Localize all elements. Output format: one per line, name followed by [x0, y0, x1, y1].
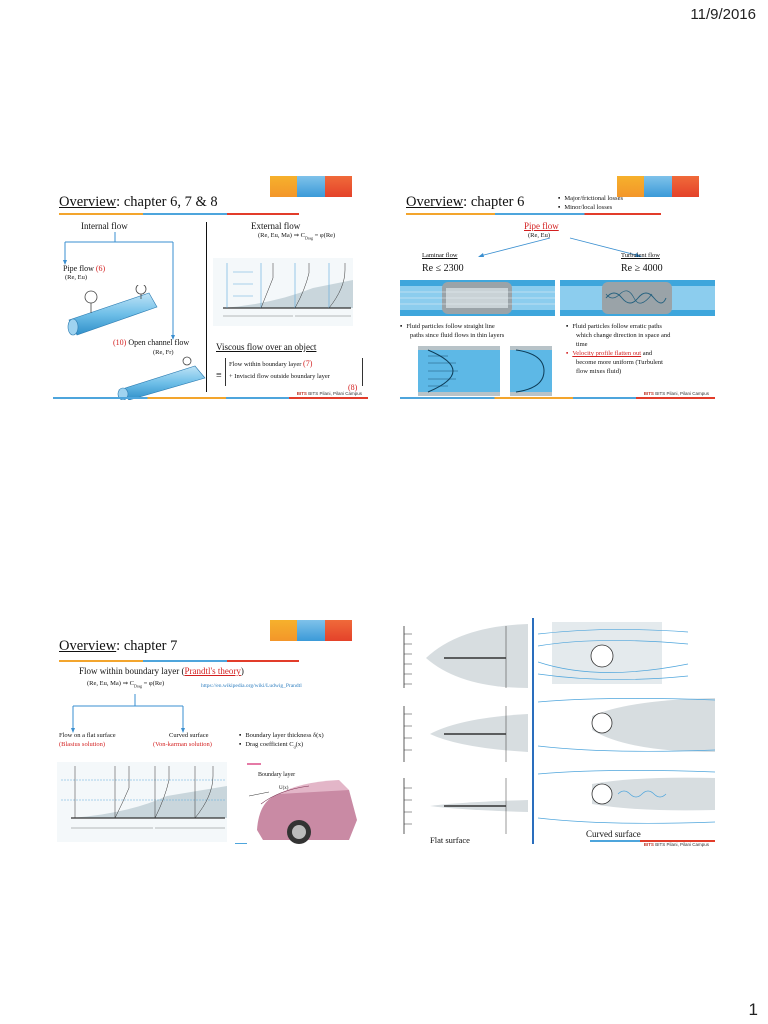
cylinder-a	[538, 622, 689, 684]
title-underline-bar	[406, 213, 661, 215]
external-flow-params: (Re, Eu, Ma) ⇒ CDrag = φ(Re)	[258, 232, 336, 241]
bits-logo	[617, 176, 699, 197]
branch-arrows	[71, 694, 185, 733]
laminar-desc-2: paths since fluid flows in thin layers	[410, 332, 505, 339]
turbulent-desc-1: Fluid particles follow erratic paths	[566, 323, 662, 330]
branch-arrows	[478, 237, 642, 257]
footer-bar	[400, 397, 715, 399]
flow-within-params: (Re, Eu, Ma) ⇒ CDrag = φ(Re)	[87, 680, 165, 689]
prandtl-link[interactable]: https://en.wikipedia.org/wiki/Ludwig_Pra…	[201, 683, 302, 689]
slide-1: Overview: chapter 6, 7 & 8 Internal flow…	[53, 170, 368, 403]
losses-bullet-1: Major/frictional losses	[558, 195, 623, 202]
turbulent-profile-image	[510, 346, 552, 396]
pipe-flow-params: (Re, Eu)	[528, 232, 551, 239]
flat-plate-bl-figure	[57, 762, 227, 842]
pipe-illustration	[67, 285, 158, 336]
cylinder-figures	[538, 622, 715, 832]
caption-bar	[590, 840, 715, 842]
laminar-profile-image	[418, 346, 500, 396]
equiv-symbol: ≡	[216, 370, 222, 381]
velocity-desc-2: become more uniform (Turbulent	[576, 359, 663, 366]
internal-flow-label: Internal flow	[81, 221, 128, 231]
title-underline-bar	[59, 660, 299, 662]
footer-accent	[235, 843, 247, 844]
flat-surface-label: Flow on a flat surface	[59, 732, 116, 739]
laminar-desc-1: Fluid particles follow straight line	[400, 323, 494, 330]
footer-bar	[53, 397, 368, 399]
curved-surface-caption: Curved surface	[586, 829, 641, 839]
slide-title: Overview: chapter 6	[406, 194, 525, 210]
slide-3: Overview: chapter 7 Flow within boundary…	[53, 614, 368, 847]
blasius-label: (Blasius solution)	[59, 741, 106, 748]
inviscid-text: + Inviscid flow outside boundary layer	[229, 373, 330, 380]
slide-title: Overview: chapter 6, 7 & 8	[59, 194, 218, 210]
viscous-flow-label: Viscous flow over an object	[216, 342, 317, 352]
velocity-desc-3: flow mixes fluid)	[576, 368, 622, 375]
turbulent-re: Re ≥ 4000	[621, 263, 663, 274]
turbulent-desc-2: which change direction in space and	[576, 332, 671, 339]
turbulent-desc-3: time	[576, 341, 588, 348]
laminar-re: Re ≤ 2300	[422, 263, 464, 274]
inviscid-num: (8)	[348, 383, 358, 392]
open-channel-illustration	[117, 356, 206, 400]
flat-plate-a	[403, 624, 528, 688]
page-number: 1	[748, 1000, 758, 1019]
car-bl-label: Boundary layer	[258, 772, 296, 778]
pipe-flow-heading: Pipe flow	[524, 221, 559, 231]
flow-within-heading: Flow within boundary layer (Prandtl's th…	[79, 666, 244, 676]
pipe-flow-label: Pipe flow (6)	[63, 264, 106, 273]
turbulent-label: Turbulent flow	[621, 252, 660, 259]
bl-thickness-bullet: Boundary layer thickness δ(x)	[239, 732, 323, 739]
flat-plate-figures	[400, 622, 528, 840]
bits-footer: BITS BITS Pilani, Pilani Campus	[296, 391, 362, 396]
slide-title: Overview: chapter 7	[59, 638, 178, 654]
open-channel-label: (10) Open channel flow	[113, 338, 190, 347]
title-underline-bar	[59, 213, 299, 215]
slide-2: Overview: chapter 6 Major/frictional los…	[400, 170, 715, 403]
drag-coeff-bullet: Drag coefficient Cd(x)	[239, 741, 303, 750]
slide-4: Flat surface Curved s	[400, 614, 715, 847]
cylinder-c	[538, 770, 715, 824]
laminar-label: Laminar flow	[422, 252, 458, 259]
bracket	[225, 358, 363, 386]
external-flow-label: External flow	[251, 221, 301, 231]
flat-plate-c	[403, 778, 528, 834]
bits-logo	[270, 176, 352, 197]
column-divider	[206, 222, 207, 392]
flat-plate-b	[403, 706, 528, 762]
internal-flow-arrows	[63, 232, 175, 340]
von-karman-label: (Von-karman solution)	[153, 741, 212, 748]
velocity-desc-1: Velocity profile flatten out and	[566, 350, 652, 357]
within-bl-text: Flow within boundary layer (7)	[229, 359, 313, 368]
bits-footer: BITS BITS Pilani, Pilani Campus	[643, 842, 709, 847]
curved-surface-label: Curved surface	[169, 732, 209, 739]
flat-surface-caption: Flat surface	[430, 835, 470, 845]
car-boundary-layer-image	[239, 760, 359, 844]
cylinder-b	[538, 698, 715, 752]
page-date: 11/9/2016	[690, 6, 756, 23]
boundary-layer-figure	[213, 258, 353, 326]
pipe-flow-params: (Re, Eu)	[65, 274, 88, 281]
bits-footer: BITS BITS Pilani, Pilani Campus	[643, 391, 709, 396]
bits-logo	[270, 620, 352, 641]
car-u-label: U(x)	[279, 786, 289, 791]
laminar-pipe-image	[400, 280, 555, 316]
column-divider	[532, 618, 534, 844]
open-channel-params: (Re, Fr)	[153, 349, 174, 356]
losses-bullet-2: Minor/local losses	[558, 204, 612, 211]
turbulent-pipe-image	[560, 280, 715, 316]
